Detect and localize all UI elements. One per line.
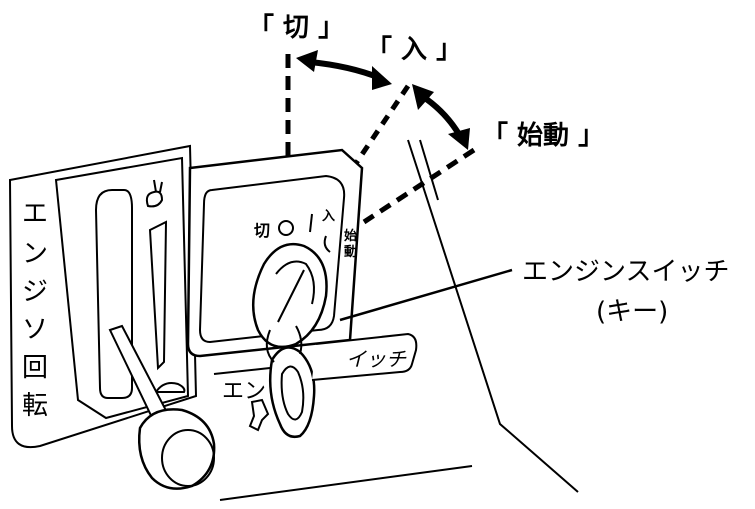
mark-start-1: 始 bbox=[344, 228, 357, 244]
mark-on: 入 bbox=[322, 209, 335, 224]
mark-off-circle bbox=[278, 220, 294, 236]
rabbit-icon bbox=[145, 179, 164, 208]
dashed-line-start bbox=[362, 147, 476, 225]
lower-plate-left: エン bbox=[222, 379, 266, 404]
callout-engine-switch: エンジンスイッチ bbox=[522, 257, 729, 287]
arrow-off-on bbox=[296, 50, 392, 90]
mark-on-tick bbox=[309, 213, 313, 233]
panel-char: 回 bbox=[22, 353, 48, 383]
panel-vertical-text: エ ン ジ ソ 回 転 bbox=[22, 199, 48, 421]
label-on: 「 入 」 bbox=[366, 34, 462, 65]
mark-start-2: 動 bbox=[344, 244, 357, 260]
lower-plate-right: イッチ bbox=[346, 347, 407, 371]
panel-char: ン bbox=[22, 239, 48, 269]
throttle-knob[interactable] bbox=[138, 408, 216, 490]
label-start: 「 始動 」 bbox=[482, 120, 604, 151]
dial-marks: 切 入 始 動 bbox=[254, 209, 357, 260]
panel-char: ジ bbox=[22, 277, 48, 307]
throttle-lever[interactable] bbox=[108, 324, 216, 490]
start-arrow-icon bbox=[323, 235, 331, 253]
label-off: 「 切 」 bbox=[248, 12, 344, 43]
rpm-panel bbox=[8, 144, 198, 448]
panel-char: エ bbox=[22, 199, 48, 229]
key-cylinder[interactable] bbox=[252, 242, 328, 349]
arrow-on-start bbox=[412, 84, 470, 150]
mark-off: 切 bbox=[254, 221, 270, 240]
lower-nameplate: エン イッチ bbox=[213, 332, 418, 404]
callout-key: (キー) bbox=[596, 297, 668, 327]
panel-char: ソ bbox=[22, 315, 48, 345]
key-fob[interactable] bbox=[248, 325, 316, 438]
callout-leader-line bbox=[339, 268, 513, 322]
panel-char: 転 bbox=[22, 391, 48, 421]
tractor-body-outline bbox=[219, 139, 579, 501]
